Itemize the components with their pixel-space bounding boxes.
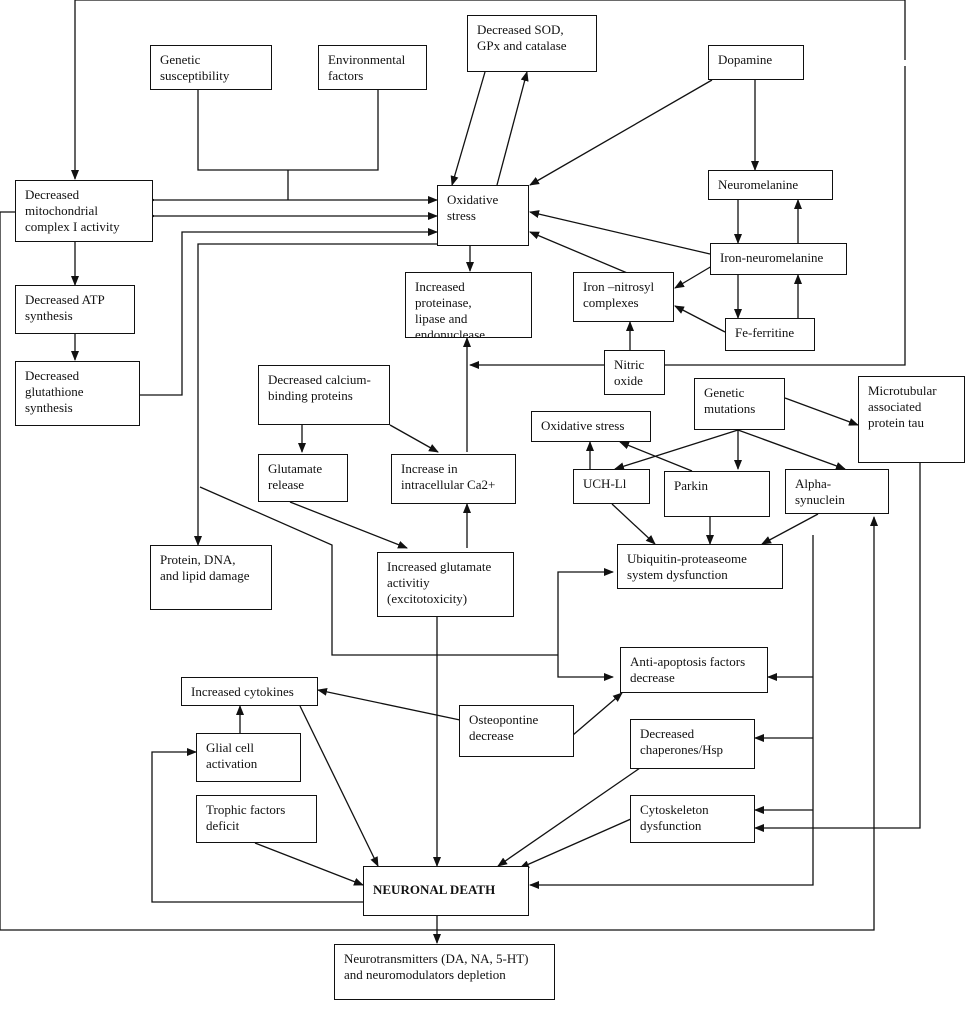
alpha-right-line [529, 535, 814, 889]
ferritine-to-nitrosyl [674, 305, 726, 333]
osteopontine-node: Osteopontine decrease [459, 705, 574, 757]
intracellular-ca-node: Increase in intracellular Ca2+ [391, 454, 516, 504]
oxidative-stress-node: Oxidative stress [437, 185, 529, 246]
loop-top-to-complex-i [71, 0, 906, 180]
left-loop [0, 211, 878, 931]
ubiquitin-dysfunction-node: Ubiquitin-proteaseome system dysfunction [617, 544, 783, 589]
decreased-complex-i-node: Decreased mitochondrial complex I activi… [15, 180, 153, 242]
decreased-calcium-binding-node: Decreased calcium- binding proteins [258, 365, 390, 425]
increased-proteinase-node: Increased proteinase, lipase and endonuc… [405, 272, 532, 338]
iron-neuromelanine-node: Iron-neuromelanine [710, 243, 847, 275]
decreased-chaperones-node: Decreased chaperones/Hsp [630, 719, 755, 769]
uch-l1-node: UCH-Ll [573, 469, 650, 504]
protein-dna-damage-node: Protein, DNA, and lipid damage [150, 545, 272, 610]
nitrosyl-to-os [529, 231, 633, 276]
environmental-factors-node: Environmental factors [318, 45, 427, 90]
loop-right-to-nitric [635, 66, 906, 366]
gm-to-uch [614, 429, 739, 471]
cytoskeleton-to-death [519, 814, 641, 869]
os-to-sod [496, 71, 529, 186]
osteo-to-anti-apoptosis [572, 692, 623, 736]
os-to-damage [194, 243, 437, 546]
chaperones-to-death [497, 767, 641, 867]
fe-ferritine-node: Fe-ferritine [725, 318, 815, 351]
iron-nm-to-os [529, 210, 711, 255]
neuronal-death-node: NEURONAL DEATH [363, 866, 529, 916]
increased-glutamate-node: Increased glutamate activitiy (excitotox… [377, 552, 514, 617]
glutamate-to-excitotoxicity [289, 501, 408, 549]
uch-to-ups [611, 503, 656, 545]
decreased-glutathione-node: Decreased glutathione synthesis [15, 361, 140, 426]
trophic-to-death [254, 842, 364, 886]
alpha-synuclein-node: Alpha- synuclein [785, 469, 889, 514]
sod-to-os [450, 71, 486, 186]
long-diagonal [199, 486, 558, 656]
anti-apoptosis-node: Anti-apoptosis factors decrease [620, 647, 768, 693]
iron-nm-to-nitrosyl [674, 265, 713, 289]
genetic-mutations-node: Genetic mutations [694, 378, 785, 430]
genetic-susceptibility-node: Genetic susceptibility [150, 45, 272, 90]
parkin-to-os2 [619, 441, 693, 472]
gm-to-tau [784, 397, 859, 426]
nitric-oxide-node: Nitric oxide [604, 350, 665, 395]
tau-to-cytoskeleton [754, 463, 921, 832]
decreased-atp-node: Decreased ATP synthesis [15, 285, 135, 334]
trophic-deficit-node: Trophic factors deficit [196, 795, 317, 843]
increased-cytokines-node: Increased cytokines [181, 677, 318, 706]
dopamine-node: Dopamine [708, 45, 804, 80]
genetic-down [197, 90, 379, 171]
cytokines-to-death [299, 705, 379, 867]
glutamate-release-node: Glutamate release [258, 454, 348, 502]
decreased-sod-node: Decreased SOD, GPx and catalase [467, 15, 597, 72]
to-ubiquitin [557, 568, 614, 655]
microtubular-tau-node: Microtubular associated protein tau [858, 376, 965, 463]
parkin-node: Parkin [664, 471, 770, 517]
to-anti-apoptosis [557, 655, 614, 681]
neuromelanine-node: Neuromelanine [708, 170, 833, 200]
glutathione-to-os [140, 228, 438, 396]
calcium-to-intracellular [389, 424, 439, 453]
iron-nitrosyl-node: Iron –nitrosyl complexes [573, 272, 674, 322]
death-to-glial [151, 748, 363, 903]
gm-to-alpha [737, 429, 846, 470]
oxidative-stress-2-node: Oxidative stress [531, 411, 651, 442]
cytoskeleton-dysfunction-node: Cytoskeleton dysfunction [630, 795, 755, 843]
osteo-to-cytokines [317, 687, 461, 721]
alpha-to-ups [761, 513, 819, 545]
dopamine-to-os [529, 79, 713, 186]
glial-activation-node: Glial cell activation [196, 733, 301, 782]
neurotransmitters-depletion-node: Neurotransmitters (DA, NA, 5-HT) and neu… [334, 944, 555, 1000]
